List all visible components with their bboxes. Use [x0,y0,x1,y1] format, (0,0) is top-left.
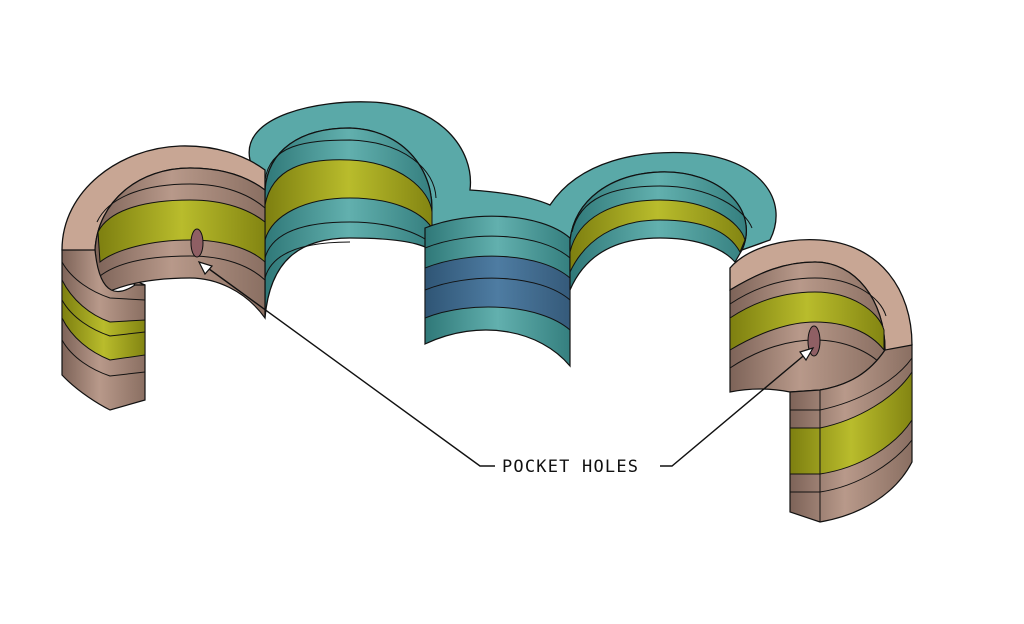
left-leader-line [204,265,495,467]
teal-basin [248,101,777,368]
left-tan-arc [61,145,266,411]
teal-right-olive-band [569,199,746,273]
right-leader-arrowhead [799,346,815,362]
left-arc-outer-olive [61,279,146,361]
left-arc-inner-olive [97,199,266,264]
teal-channel-blue-band [424,255,571,332]
teal-left-olive-band [264,159,433,241]
callout-label: POCKET HOLES [502,457,639,477]
teal-wall-left [264,127,433,319]
right-leader-line [660,351,809,467]
left-pocket-hole [190,228,204,258]
right-tan-arc [729,239,913,523]
left-leader-arrowhead [197,261,214,276]
right-arc-inner-wall [729,261,886,393]
right-arc-inner-olive [729,291,885,352]
pocket-holes-callout: POCKET HOLES [197,261,815,477]
teal-wall-right [569,171,747,291]
